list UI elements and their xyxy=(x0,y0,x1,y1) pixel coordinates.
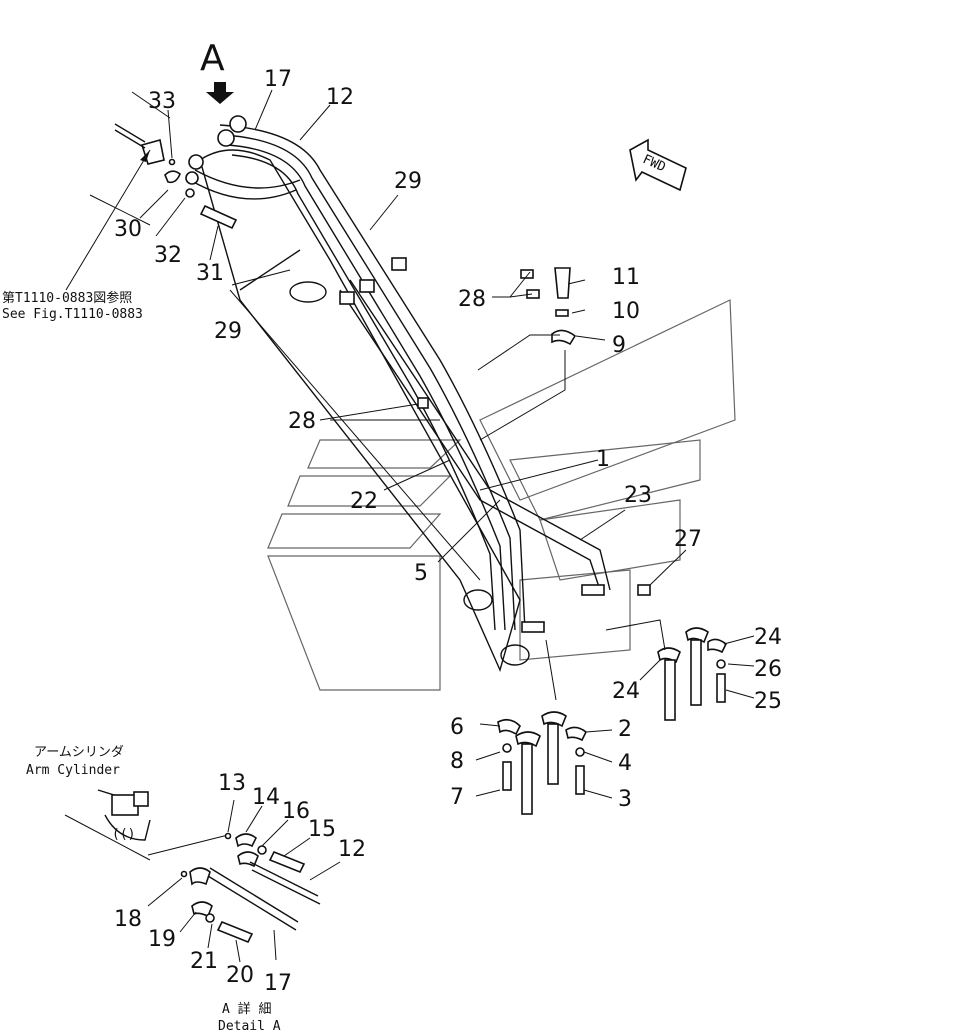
callout-19: 19 xyxy=(148,927,176,952)
callout-30: 30 xyxy=(114,217,142,242)
callout-labels: 33 17 12 29 30 32 31 29 28 11 10 9 28 1 … xyxy=(114,67,782,996)
callout-18: 18 xyxy=(114,907,142,932)
view-label: A xyxy=(200,38,225,79)
callout-22: 22 xyxy=(350,489,378,514)
callout-29-top: 29 xyxy=(394,169,422,194)
reference-note-en: See Fig.T1110-0883 xyxy=(2,307,143,322)
callout-9: 9 xyxy=(612,333,626,358)
callout-2: 2 xyxy=(618,717,632,742)
callout-14: 14 xyxy=(252,785,280,810)
detail-a-drawing: (() xyxy=(64,789,321,944)
callout-12-detail: 12 xyxy=(338,837,366,862)
callout-21: 21 xyxy=(190,949,218,974)
arm-cylinder-jp: アームシリンダ xyxy=(34,745,124,760)
callout-29-left: 29 xyxy=(214,319,242,344)
boom-body xyxy=(199,149,530,673)
hardware-right-top xyxy=(520,267,577,346)
callout-10: 10 xyxy=(612,299,640,324)
callout-11: 11 xyxy=(612,265,640,290)
hose-lines xyxy=(189,124,611,631)
callout-25: 25 xyxy=(754,689,782,714)
callout-12-top: 12 xyxy=(326,85,354,110)
callout-1: 1 xyxy=(596,447,610,472)
callout-8: 8 xyxy=(450,749,464,774)
fwd-arrow: FWD xyxy=(629,138,687,192)
down-arrow-icon xyxy=(206,82,234,104)
callout-32: 32 xyxy=(154,243,182,268)
leader-lines xyxy=(131,89,755,963)
callout-7: 7 xyxy=(450,785,464,810)
svg-text:((): (() xyxy=(112,827,135,842)
background-watermark xyxy=(267,299,736,691)
callout-17-top: 17 xyxy=(264,67,292,92)
callout-3: 3 xyxy=(618,787,632,812)
callout-20: 20 xyxy=(226,963,254,988)
arm-cylinder-label: アームシリンダ Arm Cylinder xyxy=(26,745,124,778)
reference-note-jp: 第T1110-0883図参照 xyxy=(2,290,132,306)
callout-23: 23 xyxy=(624,483,652,508)
callout-5: 5 xyxy=(414,561,428,586)
callout-33: 33 xyxy=(148,89,176,114)
callout-26: 26 xyxy=(754,657,782,682)
top-fittings xyxy=(114,115,247,230)
callout-24-left: 24 xyxy=(612,679,640,704)
callout-28-mid: 28 xyxy=(288,409,316,434)
detail-caption: A 詳 細 Detail A xyxy=(218,1001,281,1034)
arm-cylinder-en: Arm Cylinder xyxy=(26,763,120,778)
detail-caption-jp: A 詳 細 xyxy=(222,1001,271,1017)
callout-24-right: 24 xyxy=(754,625,782,650)
callout-17-detail: 17 xyxy=(264,971,292,996)
callout-31: 31 xyxy=(196,261,224,286)
callout-6: 6 xyxy=(450,715,464,740)
detail-caption-en: Detail A xyxy=(218,1019,281,1034)
hose-clamps xyxy=(339,257,651,633)
callout-16: 16 xyxy=(282,799,310,824)
hardware-right-bottom xyxy=(497,627,728,815)
callout-4: 4 xyxy=(618,751,632,776)
callout-13: 13 xyxy=(218,771,246,796)
reference-note: 第T1110-0883図参照 See Fig.T1110-0883 xyxy=(2,149,151,322)
callout-27: 27 xyxy=(674,527,702,552)
callout-28-top: 28 xyxy=(458,287,486,312)
view-a-indicator: A xyxy=(200,38,234,104)
callout-15: 15 xyxy=(308,817,336,842)
